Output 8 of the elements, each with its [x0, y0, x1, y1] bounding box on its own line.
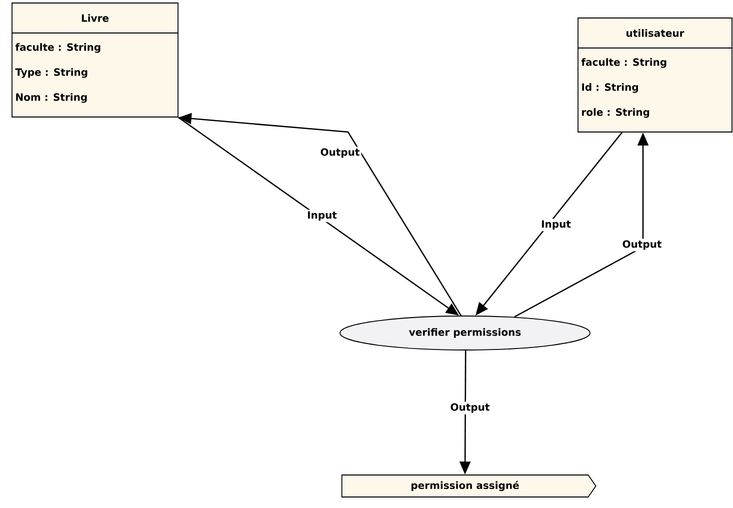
- class-box: utilisateur faculte : String Id : String role : String: [578, 18, 732, 132]
- edge-label: Output: [448, 402, 492, 414]
- edge-label: Output: [620, 238, 664, 252]
- edge-label: Input: [306, 210, 338, 222]
- edge-label: Input: [540, 218, 572, 232]
- class-box: Livre faculte : String Type : String Nom : String: [12, 2, 178, 118]
- signal-box: permission assigné: [341, 474, 596, 498]
- edge-label: Output: [318, 146, 362, 160]
